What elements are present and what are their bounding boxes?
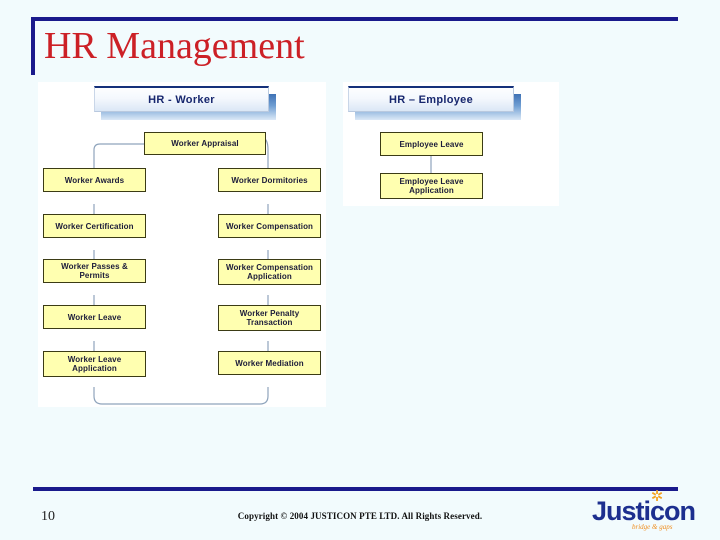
header-box-label: HR - Worker (148, 93, 215, 106)
node-employee-leave[interactable]: Employee Leave (380, 132, 483, 156)
node-worker-leave-application[interactable]: Worker Leave Application (43, 351, 146, 377)
slide-header: HR Management (0, 0, 720, 80)
node-worker-leave[interactable]: Worker Leave (43, 305, 146, 329)
logo-wordmark: Justicon (592, 496, 696, 526)
page-title: HR Management (44, 25, 305, 67)
header-box-hr-worker[interactable]: HR - Worker (94, 86, 276, 120)
hr-management-flowchart: HR - Worker HR – Employee Worker Apprais… (38, 80, 559, 410)
justicon-logo: ✲ Justicon bridge & gaps (592, 488, 696, 532)
node-worker-compensation[interactable]: Worker Compensation (218, 214, 321, 238)
header-left-accent-bar (31, 17, 35, 75)
node-worker-compensation-application[interactable]: Worker Compensation Application (218, 259, 321, 285)
header-box-face: HR - Worker (94, 86, 269, 112)
node-worker-mediation[interactable]: Worker Mediation (218, 351, 321, 375)
header-box-label: HR – Employee (389, 93, 473, 106)
header-top-rule (31, 17, 678, 21)
header-box-hr-employee[interactable]: HR – Employee (348, 86, 521, 120)
node-worker-passes-permits[interactable]: Worker Passes & Permits (43, 259, 146, 283)
node-employee-leave-application[interactable]: Employee Leave Application (380, 173, 483, 199)
sunburst-icon: ✲ (650, 488, 664, 505)
header-box-face: HR – Employee (348, 86, 514, 112)
copyright-notice: Copyright © 2004 JUSTICON PTE LTD. All R… (237, 511, 483, 521)
node-worker-appraisal[interactable]: Worker Appraisal (144, 132, 266, 155)
page-number: 10 (41, 509, 55, 524)
footer-rule (33, 487, 678, 491)
node-worker-awards[interactable]: Worker Awards (43, 168, 146, 192)
node-worker-dormitories[interactable]: Worker Dormitories (218, 168, 321, 192)
node-worker-penalty-transaction[interactable]: Worker Penalty Transaction (218, 305, 321, 331)
logo-tagline: bridge & gaps (632, 523, 673, 531)
node-worker-certification[interactable]: Worker Certification (43, 214, 146, 238)
